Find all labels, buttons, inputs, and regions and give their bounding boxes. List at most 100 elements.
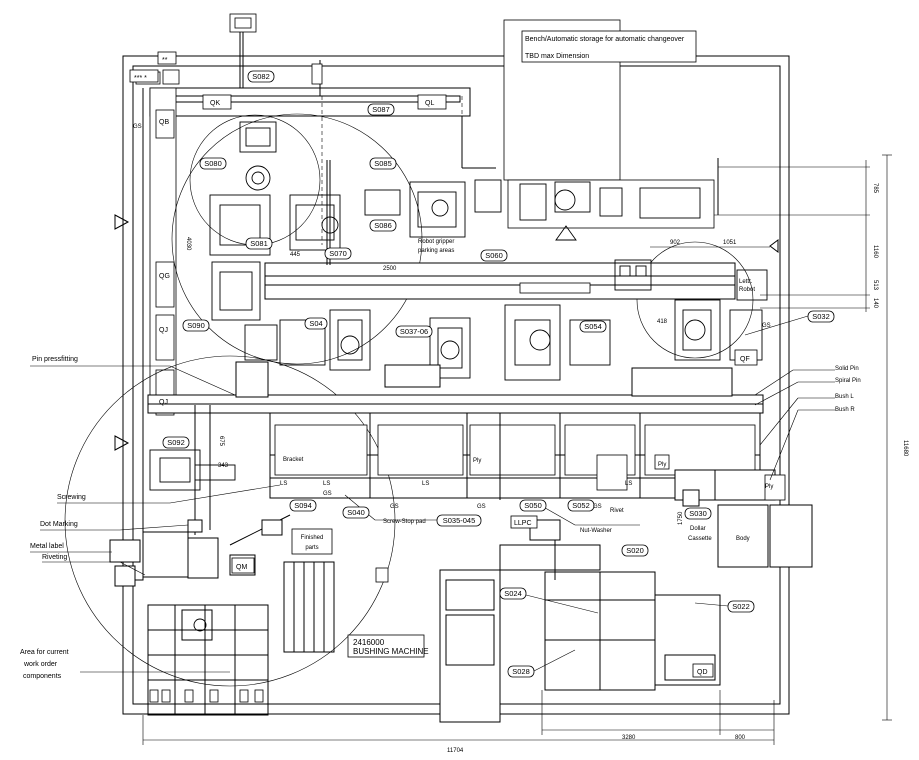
ls-marker: LS bbox=[625, 481, 632, 487]
robot-label: Robot bbox=[739, 287, 755, 293]
dim-513: 513 bbox=[872, 280, 878, 291]
nut-washer-label: Nut-Washer bbox=[580, 528, 612, 534]
gs-marker: GS bbox=[762, 323, 771, 329]
gs-marker: GS bbox=[390, 504, 399, 510]
machine-name: BUSHING MACHINE bbox=[353, 647, 429, 656]
station-s081: S081 bbox=[250, 239, 268, 248]
storage-note-line2: TBD max Dimension bbox=[525, 53, 589, 60]
callout-solid-pin: Solid Pin bbox=[835, 366, 859, 372]
finished-parts-line2: parts bbox=[305, 545, 318, 551]
station-s020: S020 bbox=[626, 546, 644, 555]
zone-qj-1: QJ bbox=[159, 327, 168, 334]
station-s087: S087 bbox=[372, 105, 390, 114]
dollar-cassette-line1: Dollar bbox=[690, 526, 706, 532]
ply-label-3: Ply bbox=[765, 484, 773, 490]
gs-marker: GS bbox=[133, 124, 142, 130]
station-s040: S040 bbox=[347, 508, 365, 517]
dim-11704: 11704 bbox=[447, 748, 464, 754]
station-s030: S030 bbox=[689, 509, 707, 518]
station-s086: S086 bbox=[374, 221, 392, 230]
station-s094: S094 bbox=[294, 501, 312, 510]
ls-marker: LS bbox=[280, 481, 287, 487]
callout-dot-marking: Dot Marking bbox=[40, 521, 78, 528]
zone-qj-2: QJ bbox=[159, 399, 168, 406]
zone-qd: QD bbox=[697, 669, 708, 676]
conveyor bbox=[147, 262, 764, 535]
callout-riveting: Riveting bbox=[42, 554, 67, 561]
station-s04: S04 bbox=[309, 319, 322, 328]
dim-1051: 1051 bbox=[723, 240, 737, 246]
body-label: Body bbox=[736, 536, 750, 542]
stars-a: ** bbox=[162, 57, 168, 64]
dim-785: 785 bbox=[872, 183, 878, 194]
zone-qg: QG bbox=[159, 273, 170, 280]
dim-4030: 4030 bbox=[185, 237, 191, 251]
zone-qk: QK bbox=[210, 100, 220, 107]
callout-spiral-pin: Spiral Pin bbox=[835, 378, 861, 384]
callout-screwing: Screwing bbox=[57, 494, 86, 501]
callout-area-line1: Area for current bbox=[20, 649, 69, 656]
zone-qf: QF bbox=[740, 356, 750, 363]
arrows bbox=[114, 214, 779, 451]
ls-marker: LS bbox=[422, 481, 429, 487]
dim-1160: 1160 bbox=[872, 245, 878, 259]
station-s028: S028 bbox=[512, 667, 530, 676]
dim-343: 343 bbox=[218, 463, 229, 469]
machine-id: 2416000 bbox=[353, 638, 385, 647]
callout-bush-l: Bush L bbox=[835, 394, 854, 400]
station-s092: S092 bbox=[167, 438, 185, 447]
zone-qm: QM bbox=[236, 564, 247, 571]
robot-cells bbox=[209, 121, 768, 398]
ply-label-2: Ply bbox=[658, 462, 666, 468]
dim-902: 902 bbox=[670, 240, 681, 246]
screw-stop-pad-label: Screw-Stop pad bbox=[383, 519, 426, 525]
robot-gripper-line1: Robot gripper bbox=[418, 239, 454, 245]
robot-gripper-line2: parking areas bbox=[418, 248, 454, 254]
station-s032: S032 bbox=[812, 312, 830, 321]
station-s022: S022 bbox=[732, 602, 750, 611]
dollar-cassette-line2: Cassette bbox=[688, 536, 712, 542]
dim-675: 675 bbox=[218, 436, 224, 447]
dim-800: 800 bbox=[735, 735, 746, 741]
stars-b: *** * bbox=[134, 75, 147, 82]
station-s082: S082 bbox=[252, 72, 270, 81]
station-s050: S050 bbox=[524, 501, 542, 510]
gs-marker: GS bbox=[477, 504, 486, 510]
dim-418: 418 bbox=[657, 319, 668, 325]
station-s037: S037-06 bbox=[400, 327, 428, 336]
gs-marker: GS bbox=[593, 504, 602, 510]
station-s070: S070 bbox=[329, 249, 347, 258]
dim-2500: 2500 bbox=[383, 266, 397, 272]
station-s054: S054 bbox=[584, 322, 602, 331]
ls-marker: LS bbox=[323, 481, 330, 487]
bracket-label: Bracket bbox=[283, 457, 304, 463]
station-s085: S085 bbox=[374, 159, 392, 168]
zone-labels: QK QL QB QG QJ QJ QF QM QD *** * ** GS G… bbox=[129, 57, 771, 678]
dimensions: 11704 3280 800 11680 785 1160 513 140 90… bbox=[185, 183, 908, 754]
callouts: Bench/Automatic storage for automatic ch… bbox=[20, 36, 861, 680]
station-s035-045: S035-045 bbox=[443, 516, 476, 525]
callout-pin-pressfitting: Pin pressfitting bbox=[32, 356, 78, 363]
dim-3280: 3280 bbox=[622, 735, 636, 741]
rivet-label: Rivet bbox=[610, 508, 624, 514]
llpc-label: LLPC bbox=[514, 520, 532, 527]
dim-445: 445 bbox=[290, 252, 301, 258]
lettr-label: Lettr. bbox=[739, 279, 753, 285]
station-s052: S052 bbox=[572, 501, 590, 510]
station-labels: S082 S087 S085 S080 S086 S081 S070 S060 … bbox=[162, 70, 835, 678]
dim-1750: 1750 bbox=[678, 511, 684, 525]
callout-area-line2: work order bbox=[23, 661, 58, 668]
callout-metal-label: Metal label bbox=[30, 543, 64, 550]
storage-note-line1: Bench/Automatic storage for automatic ch… bbox=[525, 36, 685, 43]
dim-140: 140 bbox=[872, 298, 878, 309]
zone-qb: QB bbox=[159, 119, 169, 126]
callout-area-line3: components bbox=[23, 673, 62, 680]
dim-11680: 11680 bbox=[902, 440, 908, 457]
station-s090: S090 bbox=[187, 321, 205, 330]
gs-marker: GS bbox=[323, 491, 332, 497]
station-s024: S024 bbox=[504, 589, 522, 598]
callout-bush-r: Bush R bbox=[835, 407, 855, 413]
left-cell bbox=[109, 449, 291, 641]
top-gantry bbox=[135, 13, 719, 416]
